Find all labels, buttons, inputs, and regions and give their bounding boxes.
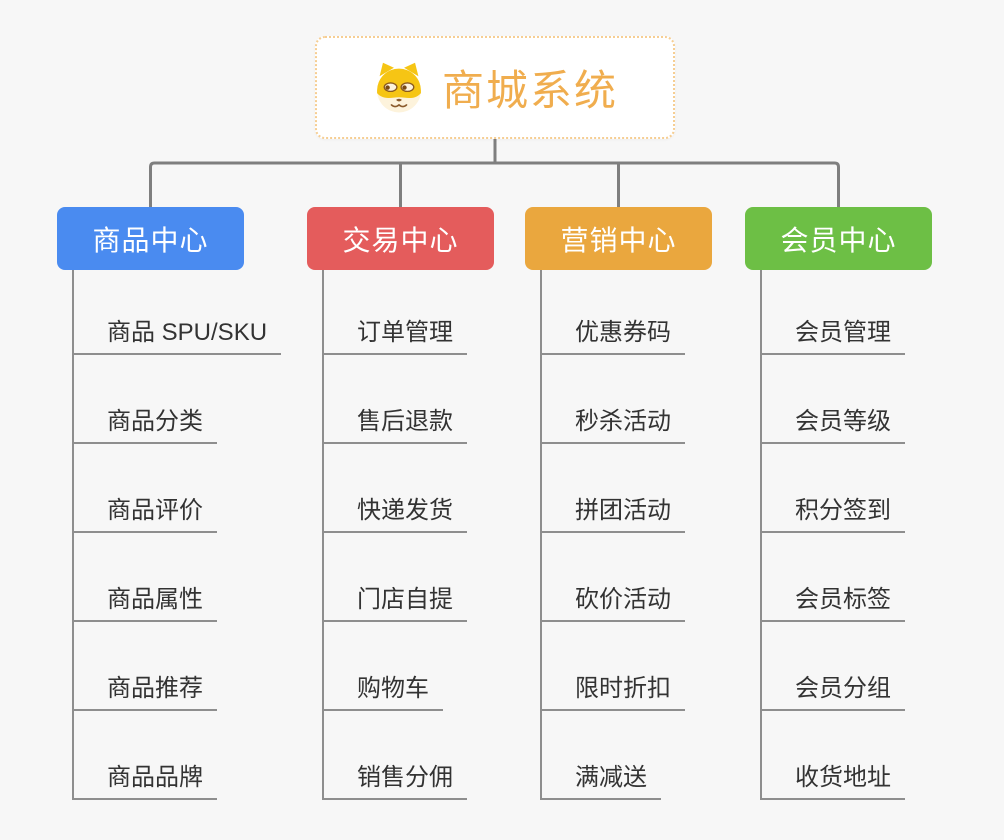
branch-column: 商品中心商品 SPU/SKU 商品分类商品评价商品属性商品推荐商品品牌 xyxy=(57,207,282,840)
branch-connector-line xyxy=(760,270,762,800)
child-topic[interactable]: 收货地址 xyxy=(761,758,905,800)
root-topic-label: 商城系统 xyxy=(441,67,618,114)
child-topic[interactable]: 商品分类 xyxy=(73,402,217,444)
root-topic[interactable]: 商城系统 xyxy=(315,36,675,139)
child-topic[interactable]: 满减送 xyxy=(541,758,661,800)
child-topic[interactable]: 快递发货 xyxy=(323,491,467,533)
child-topic[interactable]: 限时折扣 xyxy=(541,669,685,711)
child-topic[interactable]: 购物车 xyxy=(323,669,443,711)
child-topic[interactable]: 积分签到 xyxy=(761,491,905,533)
child-topic[interactable]: 拼团活动 xyxy=(541,491,685,533)
branch-topic[interactable]: 营销中心 xyxy=(525,207,712,270)
branch-column: 营销中心优惠券码秒杀活动拼团活动砍价活动限时折扣满减送 xyxy=(525,207,712,840)
child-topic[interactable]: 商品属性 xyxy=(73,580,217,622)
child-topic[interactable]: 销售分佣 xyxy=(323,758,467,800)
child-topic[interactable]: 秒杀活动 xyxy=(541,402,685,444)
child-topic[interactable]: 会员等级 xyxy=(761,402,905,444)
child-topic[interactable]: 订单管理 xyxy=(323,313,467,355)
child-topic[interactable]: 商品评价 xyxy=(73,491,217,533)
child-topic[interactable]: 优惠券码 xyxy=(541,313,685,355)
child-topic[interactable]: 会员分组 xyxy=(761,669,905,711)
branch-column: 交易中心订单管理售后退款快递发货门店自提购物车销售分佣 xyxy=(307,207,494,840)
branch-column: 会员中心会员管理会员等级积分签到会员标签会员分组收货地址 xyxy=(745,207,932,840)
child-topic[interactable]: 商品 SPU/SKU xyxy=(73,313,282,355)
child-topic[interactable]: 会员管理 xyxy=(761,313,905,355)
child-topic[interactable]: 砍价活动 xyxy=(541,580,685,622)
branch-topic[interactable]: 商品中心 xyxy=(57,207,244,270)
child-topic[interactable]: 会员标签 xyxy=(761,580,905,622)
branch-topic[interactable]: 会员中心 xyxy=(745,207,932,270)
child-topic[interactable]: 商品品牌 xyxy=(73,758,217,800)
child-topic[interactable]: 商品推荐 xyxy=(73,669,217,711)
branch-connector-line xyxy=(540,270,542,800)
branch-topic[interactable]: 交易中心 xyxy=(307,207,494,270)
branch-connector-line xyxy=(72,270,74,800)
child-topic[interactable]: 门店自提 xyxy=(323,580,467,622)
dog-face-icon xyxy=(372,61,426,115)
child-topic[interactable]: 售后退款 xyxy=(323,402,467,444)
branch-connector-line xyxy=(322,270,324,800)
